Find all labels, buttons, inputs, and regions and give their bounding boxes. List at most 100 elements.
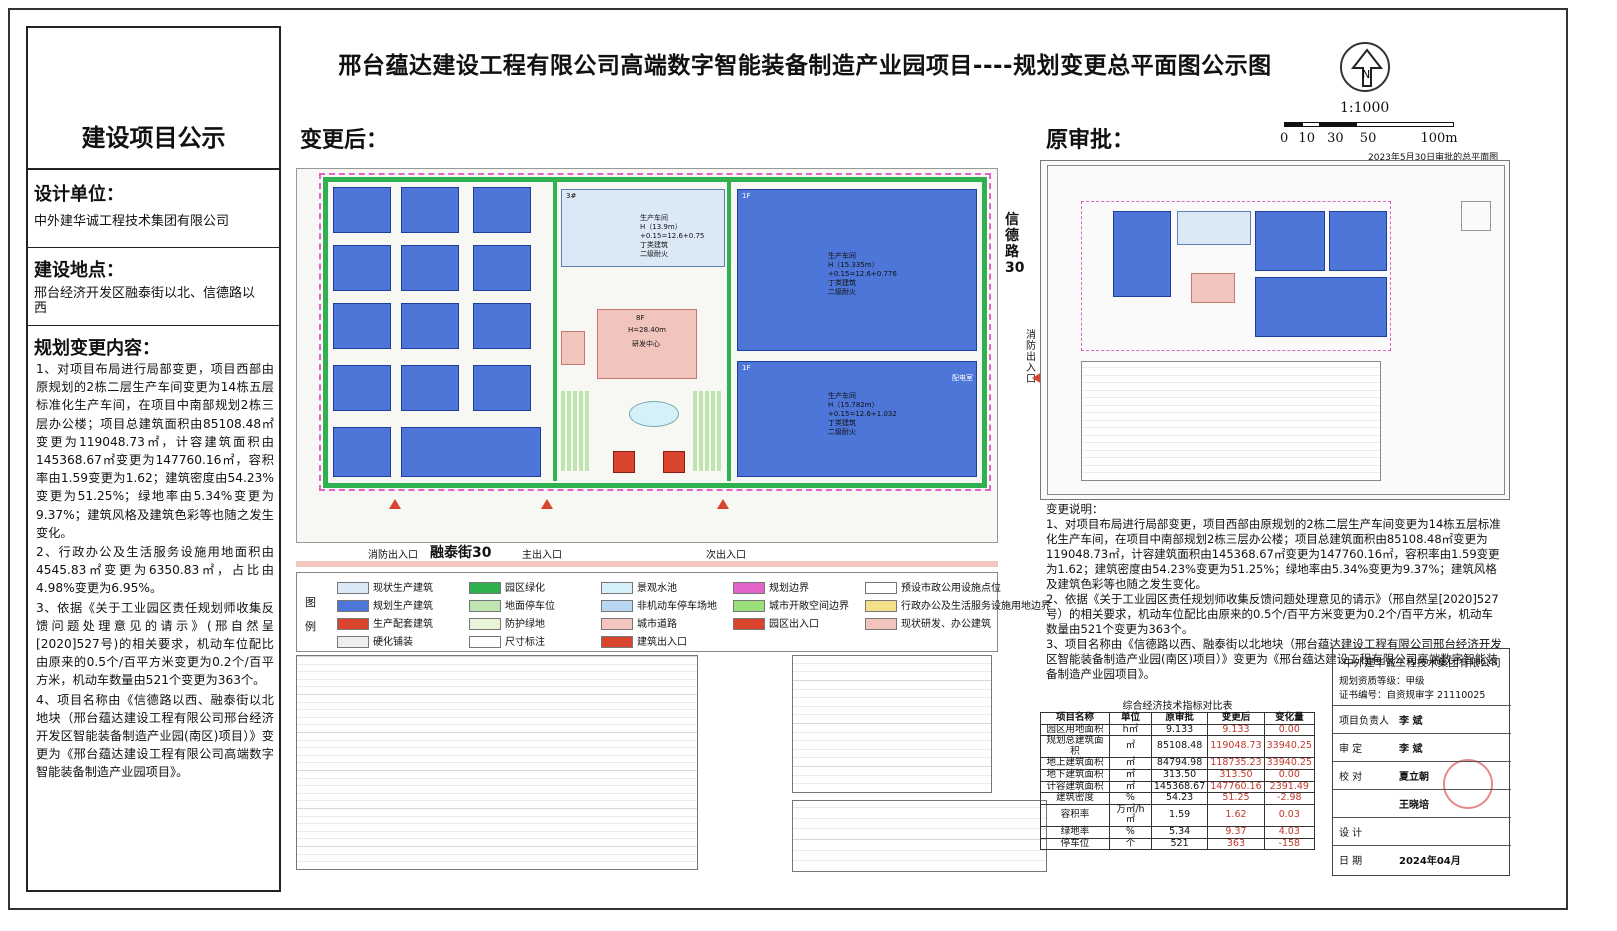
eco-col-header: 变化量 xyxy=(1263,712,1316,725)
building-info: 生产车间 H（15.335m） +0.15=12.6+0.776 丁类建筑 二级… xyxy=(828,252,897,297)
north-arrow-icon: N xyxy=(1340,42,1390,92)
scale-tick: 100m xyxy=(1420,131,1458,146)
legend-swatch xyxy=(337,618,369,630)
factory-building xyxy=(1255,277,1387,337)
legend-item: 园区绿化 xyxy=(469,579,545,594)
legend-label: 规划生产建筑 xyxy=(373,601,433,612)
plan-border xyxy=(1047,165,1505,495)
legend-swatch xyxy=(469,600,501,612)
table-cell: ㎡ xyxy=(1109,768,1152,782)
legend-label: 生产配套建筑 xyxy=(373,619,433,630)
building-tag: 1F xyxy=(742,192,751,200)
table-cell: ㎡ xyxy=(1109,735,1152,759)
legend-title: 图例 xyxy=(305,596,316,633)
building-info: 生产车间 H（15.782m） +0.15=12.6+1.032 丁类建筑 二级… xyxy=(828,392,897,437)
factory-building xyxy=(401,365,459,411)
legend-swatch xyxy=(733,618,765,630)
svg-text:N: N xyxy=(1362,68,1370,81)
legend-swatch xyxy=(469,636,501,648)
legend-swatch xyxy=(601,600,633,612)
factory-building xyxy=(333,427,391,477)
legend-label: 行政办公及生活服务设施用地边界 xyxy=(901,601,1051,612)
legend-item: 生产配套建筑 xyxy=(337,615,433,630)
table-cell: 145368.67 xyxy=(1150,780,1209,794)
change-item: 1、对项目布局进行局部变更，项目西部由原规划的2栋二层生产车间变更为14栋五层标… xyxy=(36,362,274,540)
eco-col-header: 原审批 xyxy=(1150,712,1209,725)
legend-item: 地面停车位 xyxy=(469,597,555,612)
east-road-label: 信德路30 xyxy=(1005,212,1025,276)
scale-tick: 30 xyxy=(1327,131,1344,146)
certificate: 证书编号：自资规审字 21110025 xyxy=(1339,687,1485,701)
table-cell: 521 xyxy=(1150,837,1209,851)
legend-label: 硬化铺装 xyxy=(373,637,413,648)
table-cell: 停车位 xyxy=(1040,837,1110,851)
location-value: 邢台经济开发区融泰街以北、信德路以西 xyxy=(34,286,256,316)
green-belt xyxy=(982,177,987,487)
eco-col-header: 单位 xyxy=(1109,712,1152,725)
existing-factory-3: 3# 生产车间 H（13.9m） +0.15=12.6+0.75 丁类建筑 二级… xyxy=(561,189,725,267)
legend-item: 景观水池 xyxy=(601,579,677,594)
scale-ratio: 1:1000 xyxy=(1340,100,1390,116)
role-label: 项目负责人 xyxy=(1339,716,1389,727)
building-height: H（15.782m） xyxy=(828,401,879,409)
change-item: 4、项目名称由《信德路以西、融泰街以北地块（邢台蕴达建设工程有限公司邢台经济开发… xyxy=(36,692,274,780)
table-cell: 计容建筑面积 xyxy=(1040,780,1110,794)
legend-swatch xyxy=(733,600,765,612)
legend-label: 建筑出入口 xyxy=(637,637,687,648)
left-info-panel xyxy=(26,26,281,892)
existing-factory xyxy=(1177,211,1251,245)
building-class: 丁类建筑 xyxy=(640,241,668,249)
office-building xyxy=(613,451,635,473)
factory-building xyxy=(1113,211,1171,297)
legend-swatch xyxy=(601,636,633,648)
legend-swatch xyxy=(865,600,897,612)
role-name: 王晓培 xyxy=(1399,800,1429,811)
legend-item: 预设市政公用设施点位 xyxy=(865,579,1001,594)
cert-label: 证书编号： xyxy=(1339,690,1387,701)
parking-area xyxy=(693,391,723,471)
green-belt xyxy=(323,483,987,488)
legend-label: 尺寸标注 xyxy=(505,637,545,648)
green-belt xyxy=(323,177,987,182)
land-use-table xyxy=(792,655,992,793)
green-belt xyxy=(553,181,557,481)
table-cell: 33940.25 xyxy=(1263,735,1316,759)
changes-label: 规划变更内容： xyxy=(34,338,160,359)
table-cell: 54.23 xyxy=(1150,792,1209,805)
legend: 图例 现状生产建筑园区绿化景观水池规划边界预设市政公用设施点位规划生产建筑地面停… xyxy=(296,572,1051,652)
building-fire-rating: 二级耐火 xyxy=(828,288,856,296)
changes-text: 1、对项目布局进行局部变更，项目西部由原规划的2栋二层生产车间变更为14栋五层标… xyxy=(36,360,274,783)
seal-stamp-icon xyxy=(1443,759,1493,809)
factory-building xyxy=(333,187,391,233)
legend-item: 规划边界 xyxy=(733,579,809,594)
divider xyxy=(26,325,281,326)
role-label: 设 计 xyxy=(1339,828,1363,839)
table-cell: 地上建筑面积 xyxy=(1040,757,1110,770)
table-cell: 个 xyxy=(1109,837,1152,851)
legend-label: 城市开敞空间边界 xyxy=(769,601,849,612)
rd-center xyxy=(1191,273,1235,303)
table-cell: -158 xyxy=(1263,837,1316,851)
design-unit-value: 中外建华诚工程技术集团有限公司 xyxy=(34,214,230,229)
legend-item: 防护绿地 xyxy=(469,615,545,630)
role-label: 校 对 xyxy=(1339,772,1363,783)
qual-label: 规划资质等级： xyxy=(1339,676,1406,687)
building-tag: 3# xyxy=(566,192,577,200)
building-data-table xyxy=(296,655,698,870)
legend-swatch xyxy=(469,618,501,630)
changes-section: 规划变更内容： xyxy=(34,334,279,364)
legend-swatch xyxy=(469,582,501,594)
table-cell: 0.00 xyxy=(1263,768,1316,782)
building-elevation: +0.15=12.6+0.776 xyxy=(828,270,897,278)
role-name: 李 斌 xyxy=(1399,744,1423,755)
table-cell: 规划总建筑面积 xyxy=(1040,735,1110,759)
table-cell: -2.98 xyxy=(1263,792,1316,805)
table-cell: 万㎡/h㎡ xyxy=(1109,803,1152,827)
legend-swatch xyxy=(337,600,369,612)
table-cell: 4.03 xyxy=(1263,825,1316,839)
